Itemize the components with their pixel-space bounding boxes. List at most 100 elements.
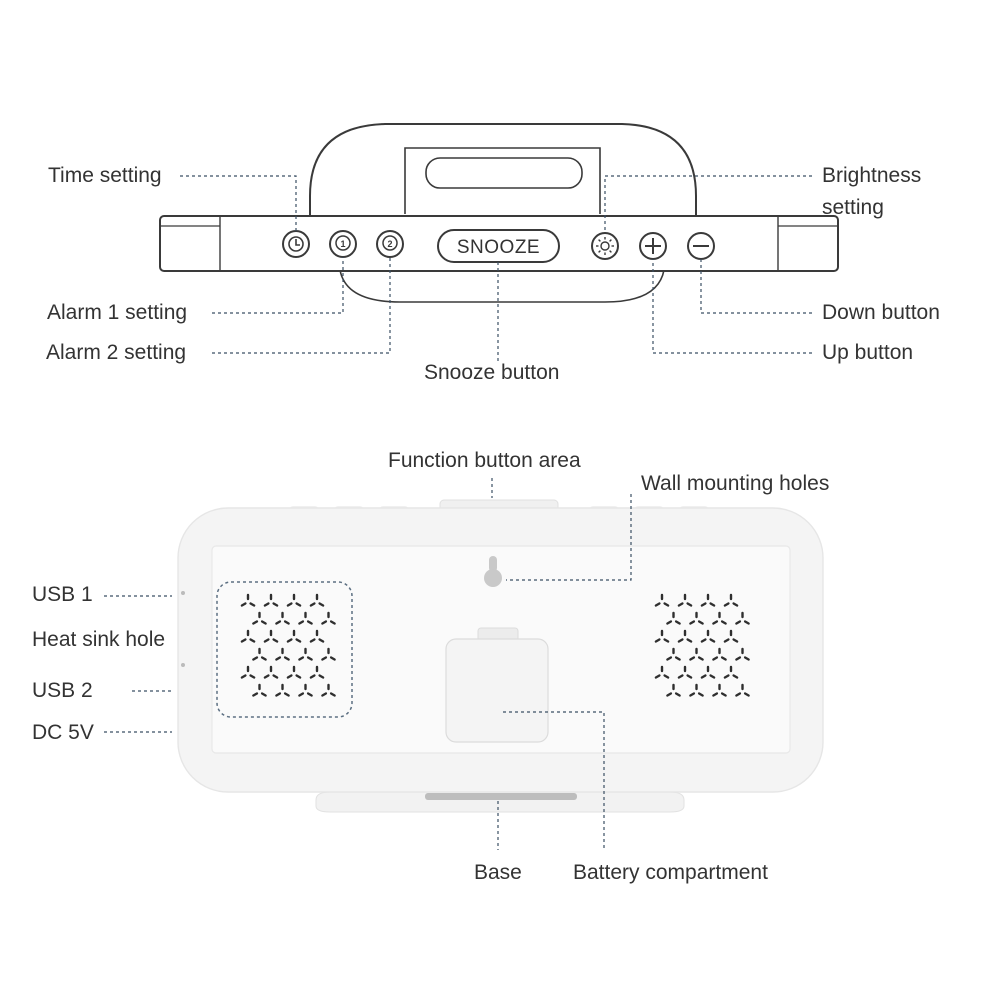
heat-sink-hole — [295, 674, 302, 679]
heat-sink-hole — [712, 692, 719, 697]
label-time-setting: Time setting — [48, 164, 162, 187]
time-setting-button[interactable] — [282, 230, 310, 258]
heat-sink-hole — [283, 692, 290, 697]
heat-sink-highlight — [216, 581, 353, 718]
heat-sink-hole — [260, 692, 267, 697]
heat-sink-hole — [666, 656, 673, 661]
heat-sink-hole — [686, 638, 693, 643]
label-heat-sink-hole: Heat sink hole — [32, 628, 166, 651]
heat-sink-hole — [283, 656, 290, 661]
alarm-bell-2-icon — [382, 235, 398, 251]
label-snooze-button: Snooze button — [424, 361, 560, 384]
heat-sink-hole — [689, 620, 696, 625]
label-brightness-line2: setting — [822, 196, 884, 219]
heat-sink-hole — [666, 692, 673, 697]
heat-sink-hole — [263, 674, 270, 679]
heat-sink-hole — [329, 692, 336, 697]
heat-sink-hole — [298, 620, 305, 625]
label-usb1: USB 1 — [32, 583, 93, 606]
heat-sink-hole — [263, 638, 270, 643]
heat-sink-hole — [654, 638, 661, 643]
heat-sink-hole — [272, 638, 279, 643]
heat-sink-hole — [240, 638, 247, 643]
heat-sink-hole — [318, 638, 325, 643]
heat-sink-hole — [689, 656, 696, 661]
heat-sink-hole — [240, 602, 247, 607]
heat-sink-hole — [321, 620, 328, 625]
heat-sink-hole — [674, 620, 681, 625]
heat-sink-hole — [743, 692, 750, 697]
top-leader-lines — [180, 175, 812, 362]
heat-sink-hole — [663, 602, 670, 607]
snooze-button-text: SNOOZE — [457, 237, 540, 258]
up-button[interactable] — [639, 232, 667, 260]
heat-sink-hole — [735, 620, 742, 625]
heat-sink-hole — [700, 602, 707, 607]
heat-sink-hole — [252, 692, 259, 697]
heat-sink-hole — [260, 620, 267, 625]
clock-icon — [288, 236, 304, 252]
heat-sink-hole — [697, 656, 704, 661]
plus-icon — [645, 238, 661, 254]
heat-sink-hole — [272, 602, 279, 607]
heat-sink-hole — [732, 638, 739, 643]
heat-sink-hole — [318, 674, 325, 679]
heat-sink-hole — [306, 692, 313, 697]
alarm2-setting-button[interactable]: 2 — [376, 230, 404, 258]
heat-sink-hole — [700, 674, 707, 679]
heat-sink-hole — [686, 602, 693, 607]
heat-sink-hole — [712, 656, 719, 661]
heat-sink-hole — [309, 638, 316, 643]
alarm1-setting-button[interactable]: 1 — [329, 230, 357, 258]
heat-sink-hole — [306, 656, 313, 661]
alarm-bell-1-icon — [335, 235, 351, 251]
heat-sink-hole — [677, 638, 684, 643]
heat-sink-hole — [697, 620, 704, 625]
label-down-button: Down button — [822, 301, 940, 324]
down-button[interactable] — [687, 232, 715, 260]
label-dc5v: DC 5V — [32, 721, 94, 744]
heat-sink-hole — [723, 602, 730, 607]
heat-sink-hole — [689, 692, 696, 697]
label-alarm2-setting: Alarm 2 setting — [46, 341, 187, 364]
heat-sink-hole — [252, 656, 259, 661]
heat-sink-hole — [249, 674, 256, 679]
heat-sink-hole — [295, 602, 302, 607]
heat-sink-hole — [318, 602, 325, 607]
svg-text:2: 2 — [387, 239, 392, 249]
heat-sink-hole — [329, 656, 336, 661]
heat-sink-hole — [674, 692, 681, 697]
label-brightness-line1: Brightness — [822, 164, 922, 187]
heat-sink-hole — [321, 656, 328, 661]
heat-sink-hole — [709, 638, 716, 643]
label-alarm1-setting: Alarm 1 setting — [47, 301, 188, 324]
stand-lower-loop — [339, 269, 665, 303]
battery-compartment — [445, 638, 549, 743]
top-view-clock — [159, 123, 839, 303]
brightness-button[interactable] — [591, 232, 619, 260]
heat-sink-hole — [298, 692, 305, 697]
heat-sink-hole — [249, 602, 256, 607]
heat-sink-hole — [674, 656, 681, 661]
heat-sink-hole — [286, 602, 293, 607]
heat-sink-hole — [666, 620, 673, 625]
heat-sink-hole — [723, 674, 730, 679]
heat-sink-hole — [720, 656, 727, 661]
label-function-button-area: Function button area — [388, 449, 581, 472]
heat-sink-hole — [677, 602, 684, 607]
heat-sink-hole — [272, 674, 279, 679]
heat-sink-hole — [720, 620, 727, 625]
heat-sink-hole — [697, 692, 704, 697]
heat-sink-hole — [743, 620, 750, 625]
label-battery-compartment: Battery compartment — [573, 861, 768, 884]
base-slot — [425, 793, 577, 800]
heat-sink-hole — [709, 674, 716, 679]
snooze-button[interactable]: SNOOZE — [437, 229, 560, 263]
heat-sink-hole — [283, 620, 290, 625]
heat-sink-hole — [286, 638, 293, 643]
svg-text:1: 1 — [340, 239, 345, 249]
heat-sink-hole — [306, 620, 313, 625]
heat-sink-hole — [677, 674, 684, 679]
heat-sink-grill-right — [654, 593, 750, 697]
